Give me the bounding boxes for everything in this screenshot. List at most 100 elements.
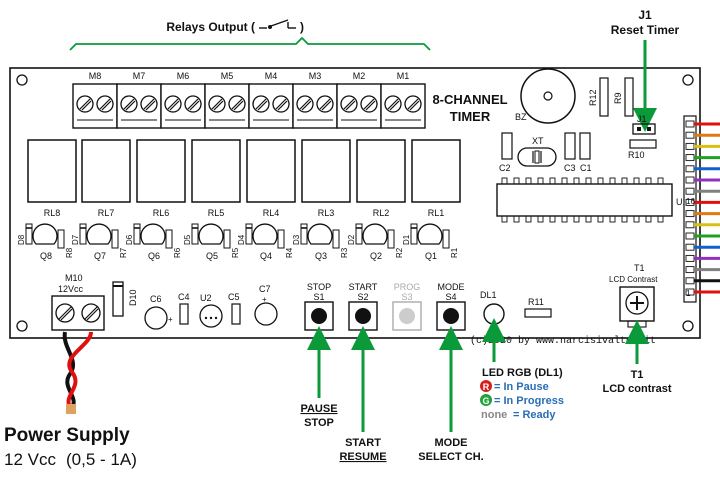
connector-pin-1: 1 [686, 289, 691, 298]
button-ref-s3: S3 [401, 292, 412, 302]
capacitor-c4 [179, 303, 189, 325]
capacitor-c2 [501, 132, 513, 160]
transistor-label: Q8 [40, 251, 52, 261]
resistor-label: R3 [340, 247, 349, 258]
transistor-label: Q1 [425, 251, 437, 261]
capacitor-c6 [144, 306, 168, 330]
button-name-start: START [349, 282, 378, 292]
transistor-label: Q6 [148, 251, 160, 261]
terminal-label-m4: M4 [265, 71, 278, 81]
u1-label: U1 [676, 197, 688, 207]
capacitor-c7 [254, 302, 278, 326]
resistor-r12 [599, 77, 609, 117]
relays-output-title-end: ) [300, 20, 304, 34]
u1-pins [501, 177, 664, 223]
d10-label: D10 [128, 289, 138, 306]
resistor-label: R8 [65, 247, 74, 258]
r10-label: R10 [628, 150, 645, 160]
select-ch-label: SELECT CH. [418, 451, 483, 463]
power-supply-spec: 12 Vcc [4, 450, 56, 469]
resistor-label: R2 [395, 247, 404, 258]
r12-label: R12 [588, 89, 598, 106]
terminal-m1: M1 [380, 71, 426, 129]
buzzer-label: BZ [515, 112, 527, 122]
relay-label-rl3: RL3 [318, 208, 335, 218]
transistor-label: Q3 [315, 251, 327, 261]
power-supply-title: Power Supply [4, 425, 130, 446]
green-badge-icon [480, 394, 492, 406]
mount-hole-bl [16, 320, 28, 332]
c7-label: C7 [259, 284, 271, 294]
j1-header [632, 123, 656, 135]
resume-label: RESUME [339, 451, 386, 463]
capacitor-c5 [231, 303, 241, 325]
resistor-r9 [624, 77, 634, 117]
svg-text:+: + [262, 295, 267, 304]
terminal-m7: M7 [116, 71, 162, 129]
power-wires [62, 331, 93, 414]
diode-label: D6 [125, 234, 134, 245]
transistor-icon [362, 223, 388, 245]
terminal-m5: M5 [204, 71, 250, 129]
resistor-label: R6 [173, 247, 182, 258]
button-name-prog: PROG [394, 282, 421, 292]
terminal-m8: M8 [72, 71, 118, 129]
power-terminal-m10 [51, 295, 105, 331]
buzzer-center [543, 91, 553, 101]
relay-label-rl1: RL1 [428, 208, 445, 218]
led-none-text: none [481, 409, 507, 421]
transistor-icon [417, 223, 443, 245]
relay-rl1: RL1 [411, 139, 461, 218]
transistor-icon [140, 223, 166, 245]
r11-label: R11 [528, 297, 544, 307]
terminal-label-m5: M5 [221, 71, 234, 81]
red-badge-letter: R [483, 382, 490, 392]
diode-label: D4 [237, 234, 246, 245]
diode-label: D7 [71, 234, 80, 245]
j1-callout-text: Reset Timer [611, 23, 680, 37]
relay-rl5: RL5 [191, 139, 241, 218]
button-name-stop: STOP [307, 282, 331, 292]
u2-label: U2 [200, 293, 212, 303]
relay-rl8: RL8 [27, 139, 77, 218]
connector-pin-16: 16 [686, 197, 695, 206]
diode-label: D2 [347, 234, 356, 245]
relays-output-bracket [69, 36, 431, 51]
board-title-line2: TIMER [450, 109, 491, 124]
green-badge-letter: G [482, 396, 489, 406]
diode-label: D8 [17, 234, 26, 245]
diode-label: D1 [402, 234, 411, 245]
c5-label: C5 [228, 292, 240, 302]
led-rgb-title: LED RGB (DL1) [482, 367, 563, 379]
crystal-label: XT [532, 136, 544, 146]
t1-callout-ref: T1 [631, 369, 644, 381]
led-pause-text: = In Pause [494, 381, 549, 393]
led-ready-text: = Ready [513, 409, 556, 421]
dl1-label: DL1 [480, 290, 497, 300]
button-ref-s2: S2 [357, 292, 368, 302]
transistor-icon [86, 223, 112, 245]
resistor-label: R1 [450, 247, 459, 258]
relay-label-rl5: RL5 [208, 208, 225, 218]
t1-callout-text: LCD contrast [602, 383, 671, 395]
relay-rl6: RL6 [136, 139, 186, 218]
led-progress-text: = In Progress [494, 395, 564, 407]
red-badge-icon [480, 380, 492, 392]
relays-output-title: Relays Output ( [166, 20, 255, 34]
